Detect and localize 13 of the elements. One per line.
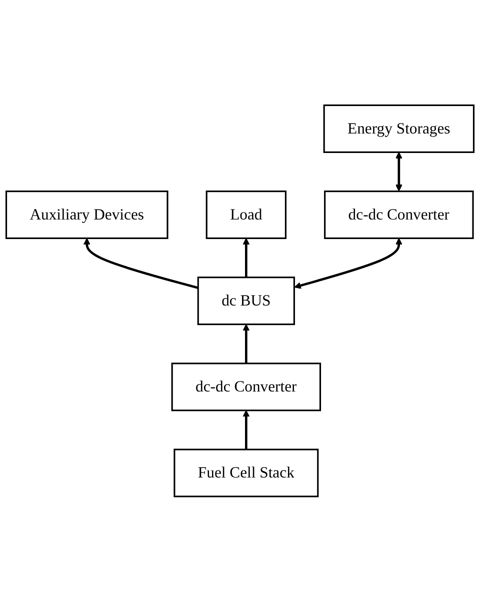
node-box: dc-dc Converter xyxy=(171,362,322,412)
arrow xyxy=(83,238,198,290)
node-box: Fuel Cell Stack xyxy=(174,448,319,498)
arrow xyxy=(294,238,402,289)
arrow xyxy=(242,410,250,450)
node-box: Energy Storages xyxy=(323,104,475,154)
arrow xyxy=(395,152,402,192)
node-box: dc BUS xyxy=(197,276,295,326)
node-box: dc-dc Converter xyxy=(324,190,474,240)
arrow xyxy=(242,238,250,278)
node-box: Load xyxy=(206,190,286,240)
arrow xyxy=(242,324,250,364)
node-box: Auxiliary Devices xyxy=(5,190,168,240)
